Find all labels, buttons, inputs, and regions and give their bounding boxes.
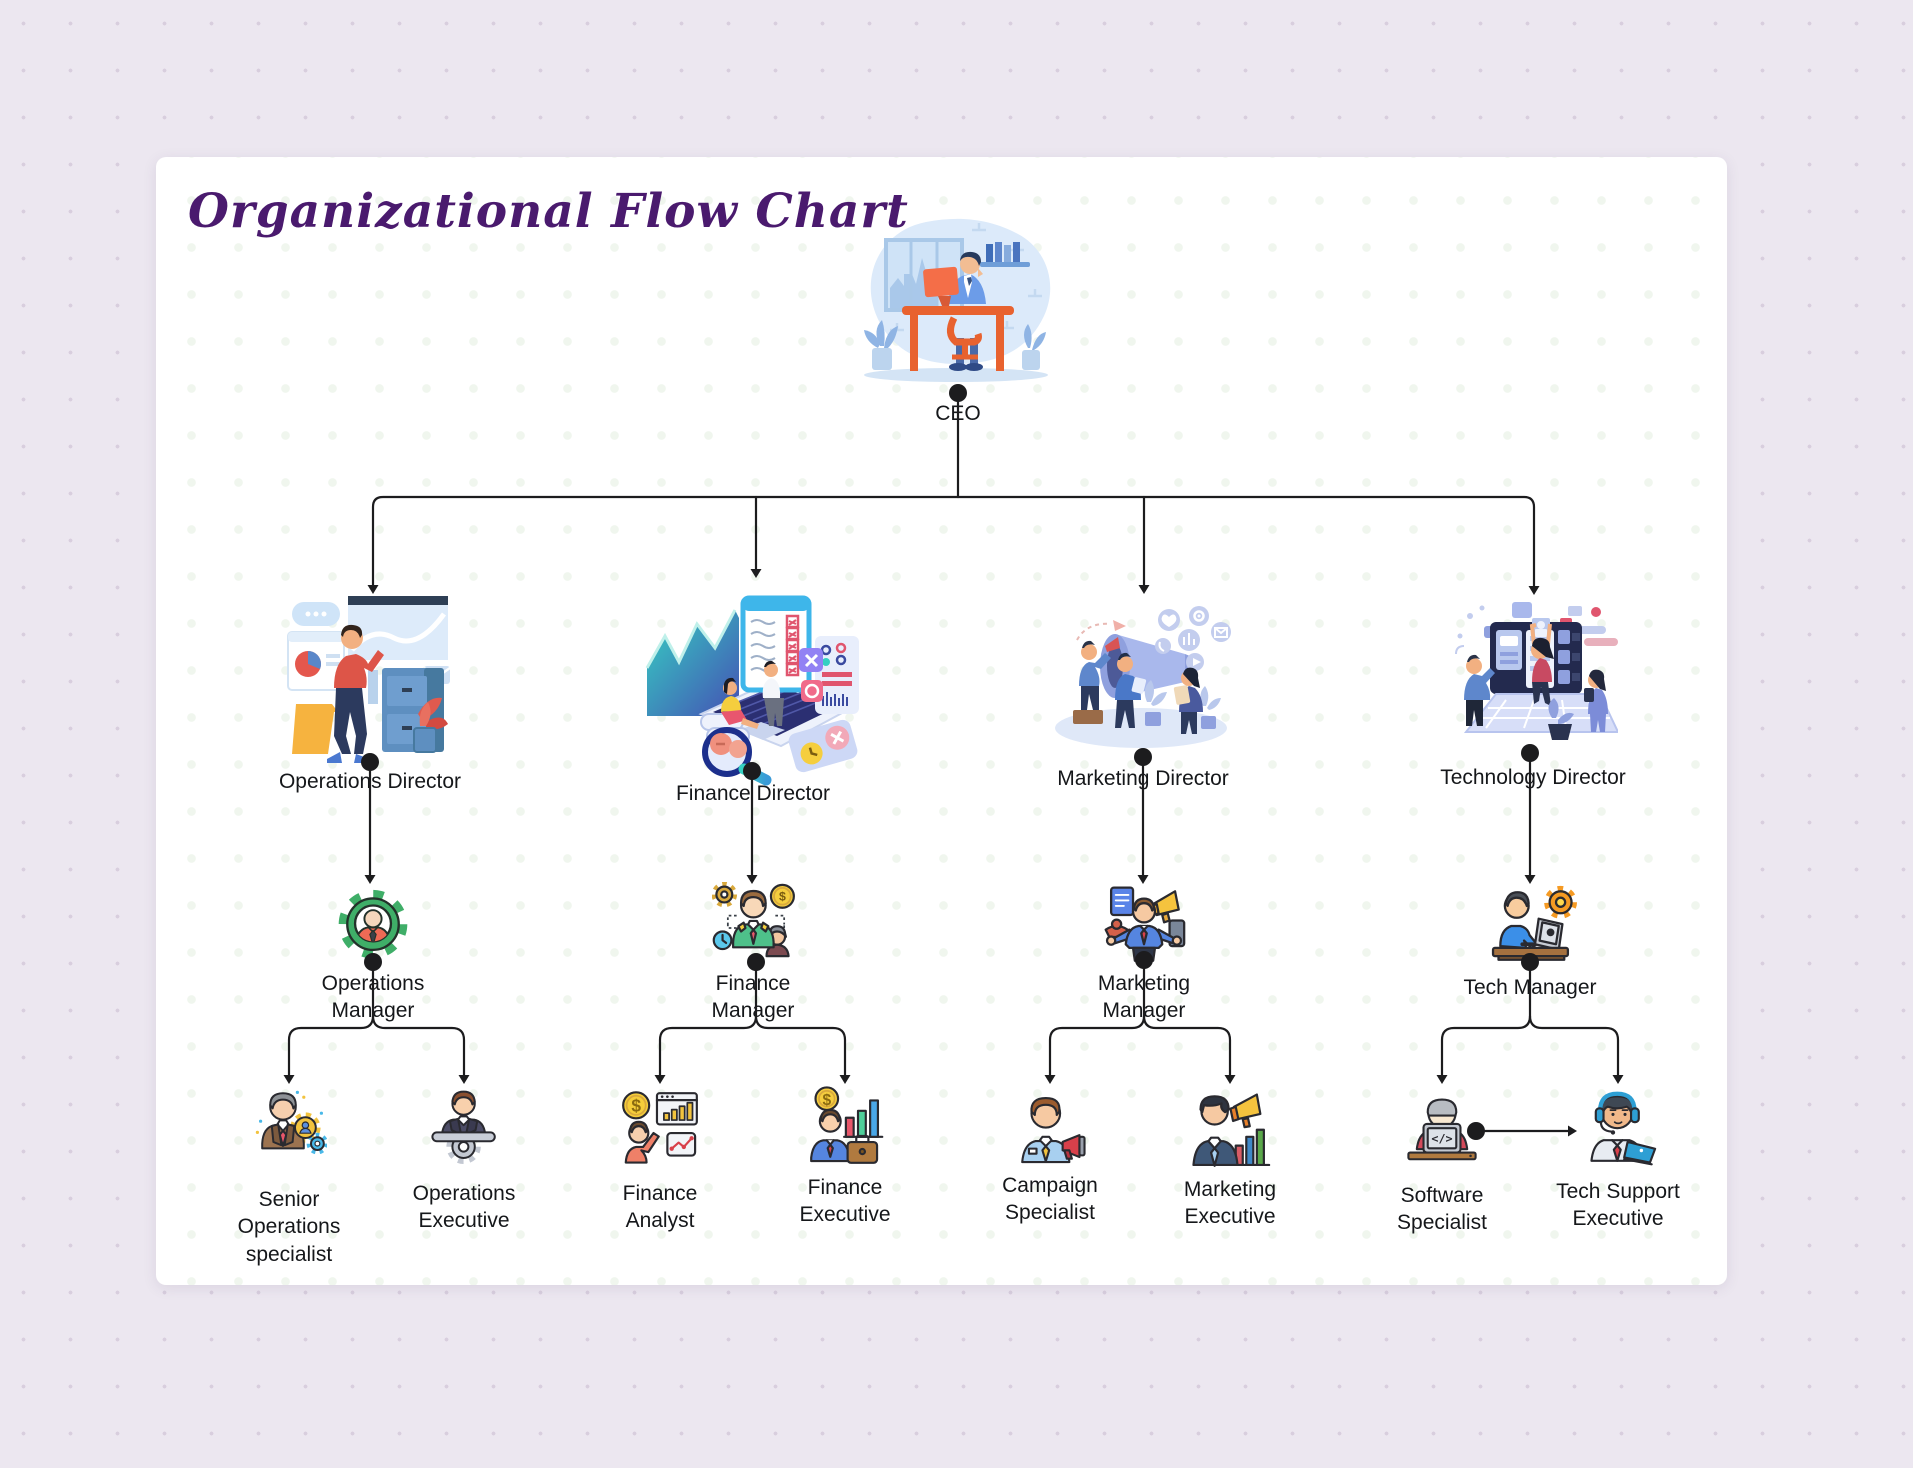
- page-title: Organizational Flow Chart: [188, 184, 909, 239]
- node-label-marketing-director: Marketing Director: [1057, 767, 1229, 790]
- marketer-megaphone-chart-icon: [1188, 1084, 1272, 1172]
- node-label-operations-manager: Operations Manager: [321, 972, 425, 1023]
- node-label-finance-executive: Finance Executive: [799, 1176, 891, 1227]
- node-operations-director[interactable]: [286, 592, 452, 764]
- node-technology-director[interactable]: [1448, 596, 1618, 746]
- svg-text:$: $: [631, 1095, 641, 1115]
- analyst-coin-chart-icon: $: [618, 1088, 702, 1166]
- headset-support-icon: [1576, 1084, 1662, 1168]
- node-finance-manager[interactable]: $: [712, 882, 800, 966]
- executive-coin-briefcase-icon: $: [806, 1084, 884, 1168]
- svg-text:$: $: [822, 1092, 831, 1109]
- marketing-megaphone-illustration: [1051, 604, 1231, 752]
- node-label-finance-director: Finance Director: [675, 782, 831, 805]
- node-label-tech-manager: Tech Manager: [1463, 976, 1597, 999]
- node-marketing-manager[interactable]: [1098, 884, 1190, 968]
- node-tech-support-executive[interactable]: [1576, 1084, 1662, 1168]
- coder-laptop-icon: </>: [1400, 1090, 1484, 1168]
- node-label-marketing-manager: Marketing Manager: [1097, 972, 1191, 1023]
- node-label-senior-operations-specialist: Senior Operations specialist: [237, 1188, 341, 1266]
- node-finance-analyst[interactable]: $: [618, 1088, 702, 1166]
- node-label-marketing-executive: Marketing Executive: [1183, 1178, 1277, 1229]
- svg-text:</>: </>: [1431, 1131, 1452, 1145]
- executive-desk-gear-icon: [426, 1086, 502, 1166]
- finance-analytics-illustration: [643, 584, 863, 790]
- node-label-campaign-specialist: Campaign Specialist: [1002, 1174, 1098, 1225]
- node-label-software-specialist: Software Specialist: [1397, 1184, 1487, 1235]
- operations-presentation-illustration: [286, 592, 452, 764]
- senior-specialist-gears-icon: [251, 1086, 327, 1166]
- finance-team-lead-icon: $: [712, 882, 800, 966]
- node-label-finance-analyst: Finance Analyst: [622, 1182, 698, 1233]
- node-operations-manager[interactable]: [334, 886, 412, 964]
- node-marketing-director[interactable]: [1051, 604, 1231, 752]
- node-finance-director[interactable]: [643, 584, 863, 790]
- node-software-specialist[interactable]: </>: [1400, 1090, 1484, 1168]
- node-campaign-specialist[interactable]: [1012, 1088, 1088, 1168]
- svg-text:$: $: [779, 890, 786, 904]
- node-label-operations-director: Operations Director: [278, 770, 462, 793]
- campaign-megaphone-person-icon: [1012, 1088, 1088, 1168]
- node-label-finance-manager: Finance Manager: [711, 972, 795, 1023]
- ceo-at-desk-illustration: [850, 198, 1062, 388]
- technology-platform-illustration: [1448, 596, 1618, 746]
- node-label-technology-director: Technology Director: [1440, 766, 1626, 789]
- node-label-tech-support-executive: Tech Support Executive: [1556, 1180, 1680, 1231]
- node-senior-operations-specialist[interactable]: [251, 1086, 327, 1166]
- multitasking-marketer-icon: [1098, 884, 1190, 968]
- gear-person-icon: [334, 886, 412, 964]
- node-label-operations-executive: Operations Executive: [412, 1182, 516, 1233]
- node-ceo[interactable]: [850, 198, 1062, 388]
- developer-desk-gear-icon: [1482, 884, 1578, 968]
- node-operations-executive[interactable]: [426, 1086, 502, 1166]
- node-label-ceo: CEO: [935, 402, 981, 425]
- node-marketing-executive[interactable]: [1188, 1084, 1272, 1172]
- node-tech-manager[interactable]: [1482, 884, 1578, 968]
- node-finance-executive[interactable]: $: [806, 1084, 884, 1168]
